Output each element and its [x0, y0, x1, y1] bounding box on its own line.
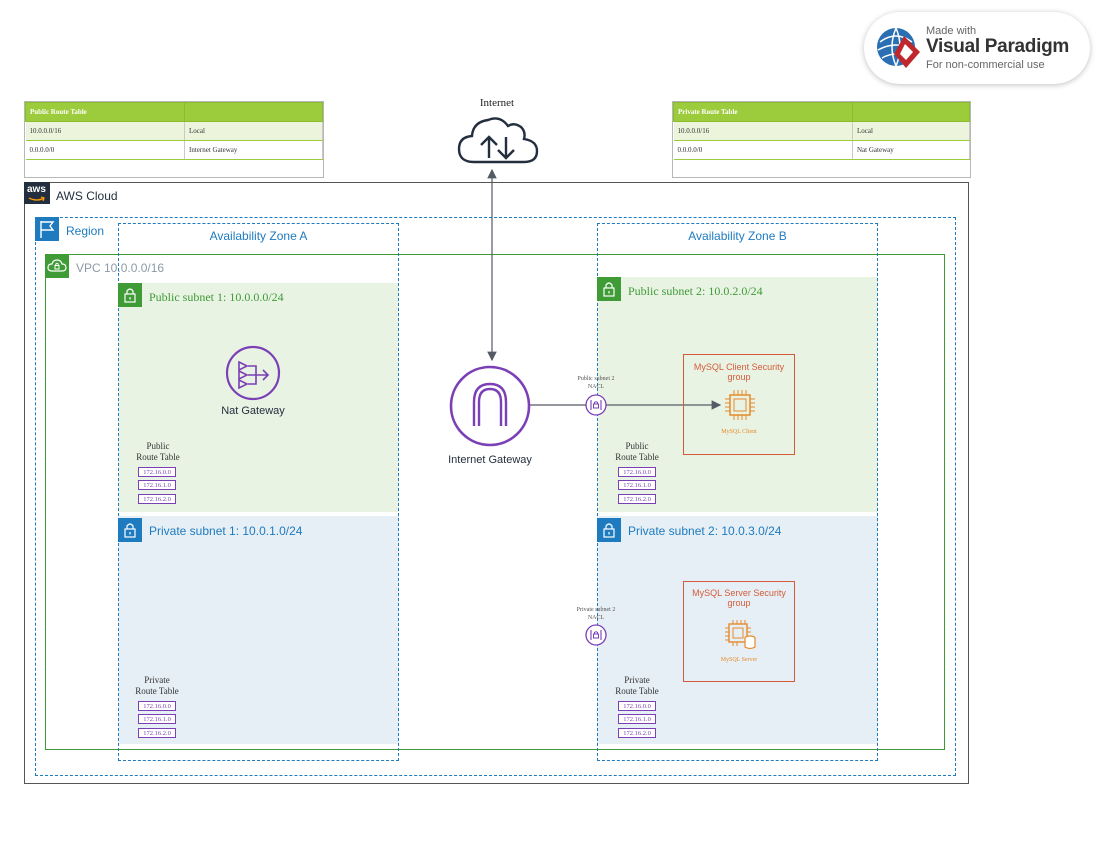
route-ip-box: 172.16.0.0: [138, 467, 176, 477]
table-cell: Local: [852, 121, 970, 141]
internet-gateway-icon: [449, 365, 531, 447]
route-ip-box: 172.16.0.0: [618, 701, 656, 711]
route-ip-box: 172.16.2.0: [618, 728, 656, 738]
private-subnet-1-label: Private subnet 1: 10.0.1.0/24: [149, 524, 303, 538]
mysql-client-security-group: [683, 354, 795, 455]
public-subnet-lock-icon: [118, 283, 142, 307]
nacl-private-icon: [585, 624, 607, 646]
route-ip-box: 172.16.2.0: [618, 494, 656, 504]
az-a-label: Availability Zone A: [209, 229, 308, 243]
mysql-client-label: MySQL Client: [721, 429, 757, 435]
region-flag-icon: [35, 217, 59, 241]
nacl-public-icon: [585, 394, 607, 416]
table-cell: 0.0.0.0/0: [25, 140, 185, 160]
watermark-line2: Visual Paradigm: [926, 36, 1069, 57]
route-ip-box: 172.16.0.0: [138, 701, 176, 711]
nat-gateway-label: Nat Gateway: [221, 405, 285, 417]
mysql-server-label: MySQL Server: [720, 657, 758, 663]
private-route-table-label: Private Route Table: [135, 675, 179, 696]
table-cell: 10.0.0.0/16: [673, 121, 853, 141]
availability-zone-b: [597, 223, 878, 761]
public-route-table-label: Public Route Table: [615, 441, 659, 462]
internet-cloud-icon: [457, 117, 539, 164]
public-subnet-1-label: Public subnet 1: 10.0.0.0/24: [149, 290, 284, 304]
private-subnet-lock-icon: [118, 518, 142, 542]
route-ip-box: 172.16.0.0: [618, 467, 656, 477]
mysql-server-sg-label: MySQL Server Security group: [692, 588, 786, 608]
table-cell: Internet Gateway: [184, 140, 323, 160]
private-subnet-lock-icon: [597, 518, 621, 542]
route-ip-box: 172.16.1.0: [138, 714, 176, 724]
mysql-client-sg-label: MySQL Client Security group: [693, 362, 785, 382]
public-subnet-lock-icon: [597, 277, 621, 301]
az-b-label: Availability Zone B: [688, 229, 787, 243]
route-ip-box: 172.16.1.0: [618, 714, 656, 724]
visual-paradigm-logo-icon: [877, 27, 920, 68]
nat-gateway-icon: [225, 345, 281, 401]
nacl-private-label: Private subnet 2 NACL: [576, 607, 616, 621]
table-cell: Local: [184, 121, 323, 141]
route-ip-box: 172.16.2.0: [138, 728, 176, 738]
private-route-table-label: Private Route Table: [615, 675, 659, 696]
route-ip-box: 172.16.1.0: [138, 480, 176, 490]
private-route-table-title: Private Route Table: [673, 102, 853, 122]
aws-logo-icon: aws: [24, 182, 50, 204]
nacl-public-label: Public subnet 2 NACL: [577, 376, 615, 390]
ec2-db-instance-icon: [725, 620, 756, 650]
region-label: Region: [66, 224, 105, 238]
public-route-table-label: Public Route Table: [136, 441, 180, 462]
public-subnet-2-label: Public subnet 2: 10.0.2.0/24: [628, 284, 763, 298]
availability-zone-a: [118, 223, 399, 761]
route-ip-box: 172.16.1.0: [618, 480, 656, 490]
internet-label: Internet: [479, 97, 515, 109]
table-cell: 10.0.0.0/16: [25, 121, 185, 141]
private-subnet-2-label: Private subnet 2: 10.0.3.0/24: [628, 524, 782, 538]
ec2-instance-icon: [725, 390, 755, 420]
mysql-server-security-group: [683, 581, 795, 682]
watermark-line3: For non-commercial use: [926, 59, 1045, 71]
watermark-line1: Made with: [926, 25, 977, 37]
aws-cloud-label: AWS Cloud: [56, 189, 118, 203]
vpc-label: VPC 10.0.0.0/16: [76, 261, 165, 275]
internet-gateway-label: Internet Gateway: [448, 454, 532, 466]
visual-paradigm-watermark: Made with Visual Paradigm For non-commer…: [864, 12, 1090, 84]
public-route-table-title: Public Route Table: [25, 102, 185, 122]
vpc-cloud-lock-icon: [45, 254, 69, 278]
route-ip-box: 172.16.2.0: [138, 494, 176, 504]
table-cell: Nat Gateway: [852, 140, 970, 160]
table-cell: 0.0.0.0/0: [673, 140, 853, 160]
